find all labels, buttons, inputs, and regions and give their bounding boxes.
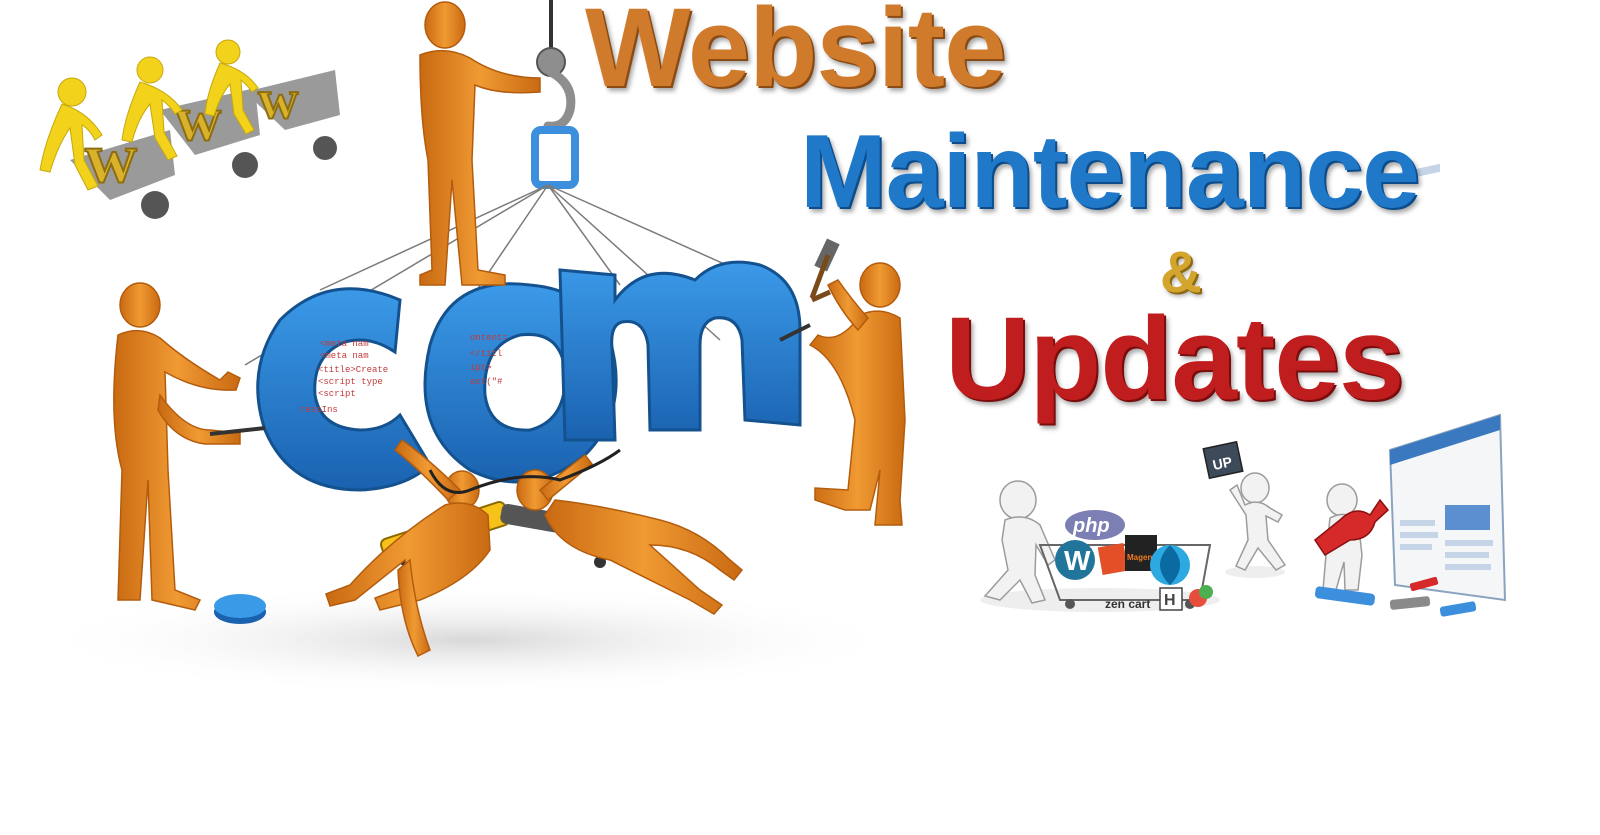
cms-logo-label: php bbox=[1072, 515, 1110, 537]
svg-text:<meta nam: <meta nam bbox=[320, 339, 369, 349]
svg-text:ontent=: ontent= bbox=[470, 333, 508, 343]
cms-logo-label: Magento bbox=[1127, 553, 1160, 562]
lying-workers bbox=[325, 438, 744, 658]
headline-maintenance: Maintenance bbox=[800, 114, 1420, 230]
cms-cart-icon: php W Magento zen cart H bbox=[980, 480, 1220, 612]
svg-text:ressIns: ressIns bbox=[300, 405, 338, 415]
cms-logo-label: W bbox=[1064, 545, 1091, 576]
screwdriver-icon bbox=[209, 426, 266, 436]
svg-text:ipt>: ipt> bbox=[470, 363, 492, 373]
hammer-icon bbox=[809, 238, 840, 303]
browser-screens-icon bbox=[1313, 163, 1507, 617]
blue-disc-icon bbox=[214, 594, 266, 624]
worker-figures bbox=[113, 1, 906, 611]
wheelbarrow-letter: w bbox=[258, 69, 299, 131]
svg-text:<title>Create: <title>Create bbox=[318, 365, 388, 375]
www-workers-icon: w w w bbox=[39, 39, 340, 219]
svg-text:ect("#: ect("# bbox=[470, 377, 503, 387]
headline-updates: Updates bbox=[945, 293, 1405, 425]
headline-ampersand: & bbox=[1160, 240, 1202, 305]
headline-website: Website bbox=[585, 0, 1006, 110]
svg-text:</titl: </titl bbox=[470, 349, 502, 359]
svg-text:<meta nam: <meta nam bbox=[320, 351, 369, 361]
crane-hook-icon bbox=[531, 0, 579, 189]
svg-text:<script type: <script type bbox=[318, 377, 383, 387]
com-letters: <meta nam <meta nam <title>Create <scrip… bbox=[256, 260, 802, 492]
sign-label: UP bbox=[1211, 453, 1233, 473]
cms-logo-label: zen cart bbox=[1105, 597, 1150, 611]
screwdriver-icon bbox=[779, 323, 811, 342]
cms-logo-label: H bbox=[1164, 592, 1176, 609]
running-figure-icon: UP bbox=[1202, 440, 1287, 578]
svg-text:<script: <script bbox=[318, 389, 356, 399]
